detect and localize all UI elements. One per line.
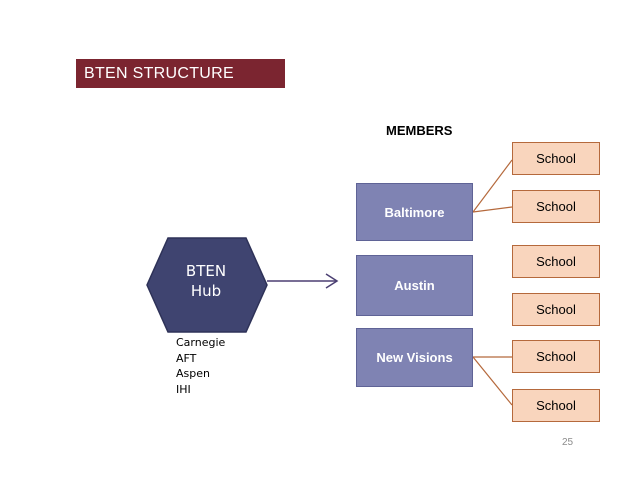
arrow-head [325,273,339,289]
member-new-visions: New Visions [356,328,473,387]
partner-item: AFT [176,351,197,365]
partner-item: Aspen [176,367,210,380]
hub-label-line1: BTEN [185,262,227,280]
members-label: MEMBERS [386,123,453,138]
partner-item: Carnegie [176,336,226,349]
school-box-2: School [512,190,600,223]
school-box-4: School [512,293,600,326]
connector-baltimore-school-2 [472,206,513,213]
hub-hexagon [146,237,268,333]
hub-label-line2: Hub [190,282,222,300]
partner-item: IHI [176,382,191,396]
school-box-1: School [512,142,600,175]
member-austin: Austin [356,255,473,316]
school-box-6: School [512,389,600,422]
school-box-3: School [512,245,600,278]
partner-list: Carnegie AFT Aspen IHI [176,335,225,397]
connector-newvisions-school-6 [472,356,513,406]
school-box-5: School [512,340,600,373]
page-number: 25 [562,437,574,448]
slide-title: BTEN STRUCTURE [76,59,285,88]
member-baltimore: Baltimore [356,183,473,241]
hub-label: BTEN Hub [145,261,267,301]
connector-baltimore-school-1 [472,159,513,213]
